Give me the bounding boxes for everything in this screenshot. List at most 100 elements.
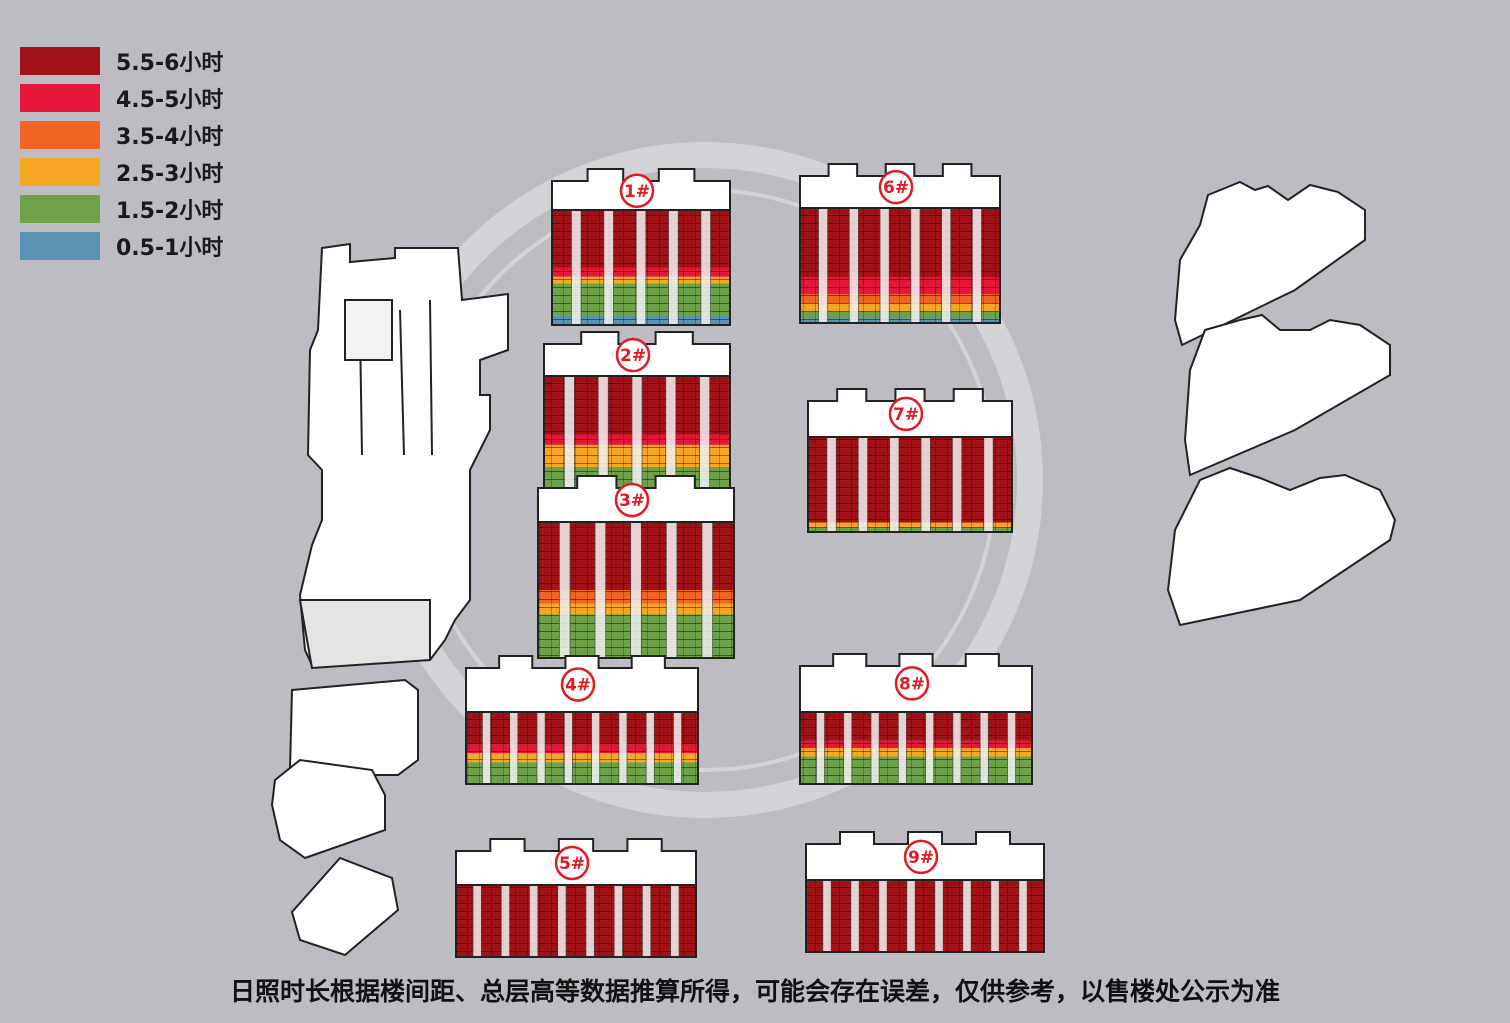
facade-recess xyxy=(670,884,680,958)
legend-swatch xyxy=(20,194,100,223)
facade-recess xyxy=(635,209,647,326)
facade-recess xyxy=(971,207,982,324)
facade-outline xyxy=(455,884,697,958)
facade-recess xyxy=(857,436,869,533)
label-circle xyxy=(894,666,930,701)
facade-recess xyxy=(563,711,573,785)
facade-recess xyxy=(618,711,628,785)
legend-swatch xyxy=(20,120,100,149)
facade-recess xyxy=(941,207,952,324)
legend-item: 2.5-3小时 xyxy=(20,153,223,190)
legend: 5.5-6小时 4.5-5小时 3.5-4小时 2.5-3小时 1.5-2小时 … xyxy=(20,42,223,264)
floor-grid xyxy=(466,712,698,784)
building-number: 5# xyxy=(559,854,585,874)
facade-recess xyxy=(897,711,907,785)
building-number: 7# xyxy=(893,405,919,425)
building-label-b6: 6# xyxy=(878,169,914,205)
floor-grid xyxy=(800,208,1000,323)
label-circle xyxy=(614,482,650,518)
facade-recess xyxy=(1007,711,1017,785)
building-number: 1# xyxy=(624,182,650,202)
facade-recess xyxy=(591,711,601,785)
facade-recess xyxy=(1018,879,1028,953)
building-labels: 1# 2# 3# 4# 5# 6# 7# 8# 9# xyxy=(554,169,939,881)
building-label-b7: 7# xyxy=(888,396,924,432)
facade-recess xyxy=(850,879,860,953)
facade-recess xyxy=(645,711,655,785)
building-label-b8: 8# xyxy=(894,666,930,701)
label-circle xyxy=(888,396,924,432)
label-circle xyxy=(554,845,590,881)
facade-recess xyxy=(843,711,853,785)
facade-recess xyxy=(910,207,921,324)
facade-recess xyxy=(536,711,546,785)
label-circle xyxy=(619,173,655,208)
facade-recess xyxy=(500,884,511,958)
facade-recess xyxy=(594,521,607,659)
facade-recess xyxy=(848,207,859,324)
facade-recess xyxy=(472,884,482,958)
legend-swatch xyxy=(20,231,100,260)
legend-label: 2.5-3小时 xyxy=(116,161,224,187)
legend-label: 1.5-2小时 xyxy=(116,198,224,224)
facade-recess xyxy=(668,209,679,326)
facade-recess xyxy=(925,711,935,785)
building-number: 9# xyxy=(908,848,934,868)
building-b6 xyxy=(799,163,1001,324)
facade-recess xyxy=(509,711,519,785)
building-b9 xyxy=(805,831,1045,953)
facade-recess xyxy=(962,879,972,953)
legend-swatch xyxy=(20,157,100,186)
building-label-b3: 3# xyxy=(614,482,650,518)
floor-grid xyxy=(456,885,696,957)
facade-recess xyxy=(818,207,829,324)
facade-recess xyxy=(889,436,900,533)
facade-recess xyxy=(665,521,678,659)
building-number: 6# xyxy=(883,178,909,198)
facade-recess xyxy=(952,711,962,785)
building-label-b5: 5# xyxy=(554,845,590,881)
floor-grid xyxy=(806,880,1044,952)
building-label-b1: 1# xyxy=(619,173,655,208)
label-circle xyxy=(903,839,939,875)
building-label-b2: 2# xyxy=(615,337,651,373)
building-number: 3# xyxy=(619,491,645,511)
facade-recess xyxy=(934,879,944,953)
facade-outline xyxy=(551,209,731,326)
facade-recess xyxy=(673,711,683,785)
facade-recess xyxy=(826,436,837,533)
building-number: 4# xyxy=(565,676,591,696)
legend-item: 0.5-1小时 xyxy=(20,227,223,264)
legend-item: 4.5-5小时 xyxy=(20,79,223,116)
facade-outline xyxy=(805,879,1045,953)
facade-recess xyxy=(529,884,539,958)
facade-recess xyxy=(558,521,571,659)
floor-grid xyxy=(808,437,1012,532)
facade-recess xyxy=(481,711,491,785)
facade-recess xyxy=(983,436,994,533)
building-number: 8# xyxy=(899,674,925,694)
facade-recess xyxy=(701,521,714,659)
context-buildings xyxy=(270,180,1397,957)
facade-recess xyxy=(613,884,623,958)
legend-item: 1.5-2小时 xyxy=(20,190,223,227)
label-circle xyxy=(615,337,651,373)
facade-recess xyxy=(879,207,890,324)
disclaimer-footer: 日照时长根据楼间距、总层高等数据推算所得，可能会存在误差，仅供参考，以售楼处公示… xyxy=(229,977,1280,1006)
legend-item: 5.5-6小时 xyxy=(20,42,223,79)
facade-outline xyxy=(465,711,699,785)
legend-label: 5.5-6小时 xyxy=(116,50,224,76)
legend-label: 0.5-1小时 xyxy=(116,235,224,261)
facade-recess xyxy=(822,879,832,953)
facade-recess xyxy=(641,884,652,958)
residential-buildings xyxy=(455,163,1045,958)
building-b7 xyxy=(807,388,1013,533)
facade-recess xyxy=(906,879,916,953)
building-label-b4: 4# xyxy=(560,667,596,702)
label-circle xyxy=(878,169,914,205)
legend-swatch xyxy=(20,46,100,75)
legend-item: 3.5-4小时 xyxy=(20,116,223,153)
facade-recess xyxy=(951,436,963,533)
facade-recess xyxy=(870,711,880,785)
